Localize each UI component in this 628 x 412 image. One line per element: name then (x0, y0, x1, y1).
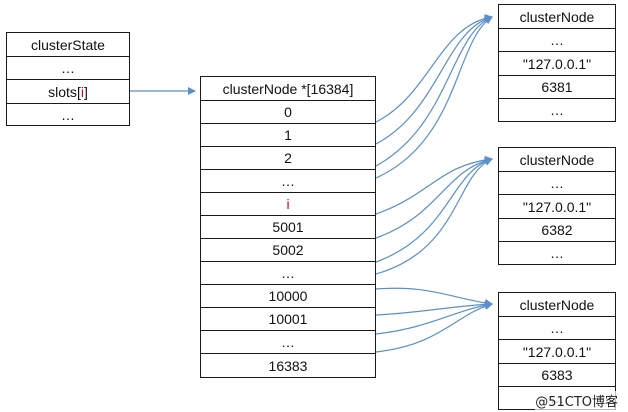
cluster-node-title-text: clusterNode (519, 8, 595, 25)
cluster-node-title: clusterNode (499, 5, 615, 28)
slot-row-text: 5001 (272, 219, 304, 235)
slot-10001-arrow (375, 300, 493, 316)
slot-row-text: 5002 (272, 242, 304, 258)
cluster-node-row-text: … (550, 102, 564, 118)
slot-row-text: 2 (284, 150, 292, 166)
slot-row-text: … (281, 334, 295, 350)
cluster-state-row-text: … (61, 106, 75, 123)
cluster-node-port: 6383 (499, 363, 615, 386)
cluster-node-row: … (499, 171, 615, 194)
slot-row-text: 16383 (268, 357, 308, 374)
slot-5001-arrow (375, 156, 493, 239)
slot-0-arrow (375, 14, 493, 123)
slot-row: … (201, 169, 375, 192)
cluster-node-port-text: 6381 (541, 79, 573, 95)
cluster-state-row: … (7, 103, 129, 125)
slot-row: … (201, 330, 375, 353)
slot-row: 0 (201, 100, 375, 123)
cluster-state-title: clusterState (7, 33, 129, 56)
slots-bracket-open: [ (76, 83, 81, 100)
slot-row: 5001 (201, 215, 375, 238)
cluster-node-title-text: clusterNode (519, 296, 595, 313)
cluster-node-ip: "127.0.0.1" (499, 339, 615, 363)
cluster-node-ip: "127.0.0.1" (499, 194, 615, 218)
slot-row-text: 10000 (268, 288, 308, 304)
cluster-node-row: … (499, 28, 615, 51)
cluster-state-title-text: clusterState (31, 36, 105, 53)
cluster-node-row-text: … (550, 32, 564, 48)
cluster-node-row: … (499, 98, 615, 121)
slot-array-title: clusterNode *[16384] (201, 77, 375, 100)
cluster-node-ip: "127.0.0.1" (499, 51, 615, 75)
slot-row: 2 (201, 146, 375, 169)
slot-row: 5002 (201, 238, 375, 261)
slot-row: 10000 (201, 284, 375, 307)
cluster-node-port-text: 6382 (541, 222, 573, 238)
cluster-node-row-text: … (550, 320, 564, 336)
cluster-node-title: clusterNode (499, 148, 615, 171)
slots-bracket-close: ] (83, 83, 88, 100)
slots-index: i (80, 83, 84, 100)
slot-row-text: 0 (284, 104, 292, 120)
slot-row: … (201, 261, 375, 284)
slot-row: 1 (201, 123, 375, 146)
slot-array-box: clusterNode *[16384] 0 1 2 … i 5001 5002… (200, 76, 376, 378)
slot-16383-arrow (375, 302, 493, 353)
cluster-node-port: 6381 (499, 75, 615, 98)
slot-row-text: 1 (284, 127, 292, 143)
slot-array-title-text: clusterNode *[16384] (222, 80, 354, 97)
slot-row: 10001 (201, 307, 375, 330)
slot-row-text: 10001 (268, 311, 308, 327)
slot-dots-a-arrow (375, 16, 493, 179)
cluster-node-ip-text: "127.0.0.1" (522, 198, 592, 215)
cluster-node-box-1: clusterNode … "127.0.0.1" 6381 … (498, 4, 616, 122)
watermark: @51CTO博客 (535, 391, 618, 410)
cluster-state-slots-row: slots[i] (7, 79, 129, 103)
slot-dots-b-arrow (375, 158, 493, 275)
cluster-node-row-text: … (550, 245, 564, 261)
cluster-node-box-2: clusterNode … "127.0.0.1" 6382 … (498, 147, 616, 265)
cluster-node-ip-text: "127.0.0.1" (522, 343, 592, 360)
slot-1-arrow (375, 15, 493, 145)
cluster-state-row-text: … (61, 60, 75, 76)
slot-row: 16383 (201, 353, 375, 377)
slot-row-text: … (281, 265, 295, 281)
slot-5002-arrow (375, 157, 493, 263)
slots-label: slots (48, 83, 77, 100)
slot-i-arrow (375, 155, 493, 215)
slot-10000-arrow (375, 287, 493, 307)
slot-row-text: i (286, 196, 290, 212)
cluster-node-title: clusterNode (499, 293, 615, 316)
cluster-node-port-text: 6383 (541, 367, 573, 383)
cluster-node-row-text: … (550, 175, 564, 191)
cluster-node-title-text: clusterNode (519, 151, 595, 168)
cluster-state-row: … (7, 56, 129, 79)
cluster-node-row: … (499, 241, 615, 264)
cluster-node-port: 6382 (499, 218, 615, 241)
cluster-node-ip-text: "127.0.0.1" (522, 55, 592, 72)
slot-dots-c-arrow (375, 301, 493, 335)
slot-row-i: i (201, 192, 375, 215)
cluster-node-row: … (499, 316, 615, 339)
slot-2-arrow (375, 16, 493, 167)
cluster-state-box: clusterState … slots[i] … (6, 32, 130, 126)
slot-row-text: … (281, 173, 295, 189)
